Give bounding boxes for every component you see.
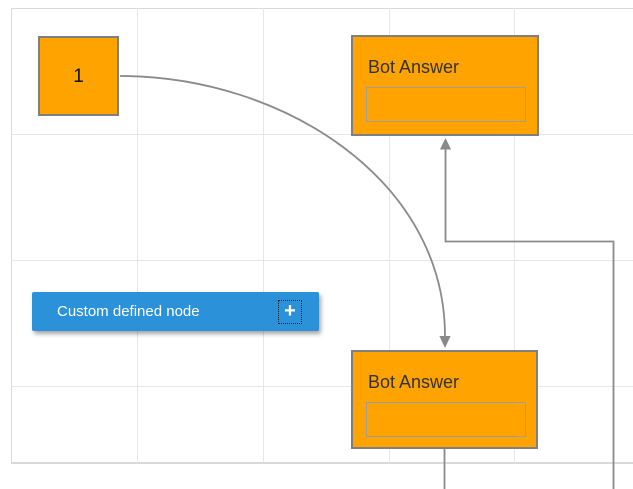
curve-connector[interactable] — [119, 75, 451, 348]
page-border — [11, 8, 633, 464]
custom-defined-node-button[interactable]: Custom defined node + — [32, 292, 319, 331]
node-1[interactable]: 1 — [38, 36, 119, 116]
plus-icon: + — [284, 300, 296, 322]
arrowhead-up — [439, 138, 452, 150]
arrowhead-down — [439, 336, 451, 348]
bot-answer-text-field[interactable] — [366, 402, 526, 437]
add-node-button[interactable]: + — [278, 300, 302, 324]
node-1-label: 1 — [73, 65, 84, 87]
bot-answer-title: Bot Answer — [368, 57, 460, 77]
bot-answer-text-field[interactable] — [366, 87, 526, 122]
orthogonal-connector[interactable] — [439, 138, 615, 489]
bot-answer-title: Bot Answer — [368, 372, 460, 392]
bot-answer-node-top[interactable]: Bot Answer — [351, 35, 539, 136]
bot-answer-node-bottom[interactable]: Bot Answer — [351, 350, 538, 449]
custom-node-label: Custom defined node — [57, 303, 200, 320]
